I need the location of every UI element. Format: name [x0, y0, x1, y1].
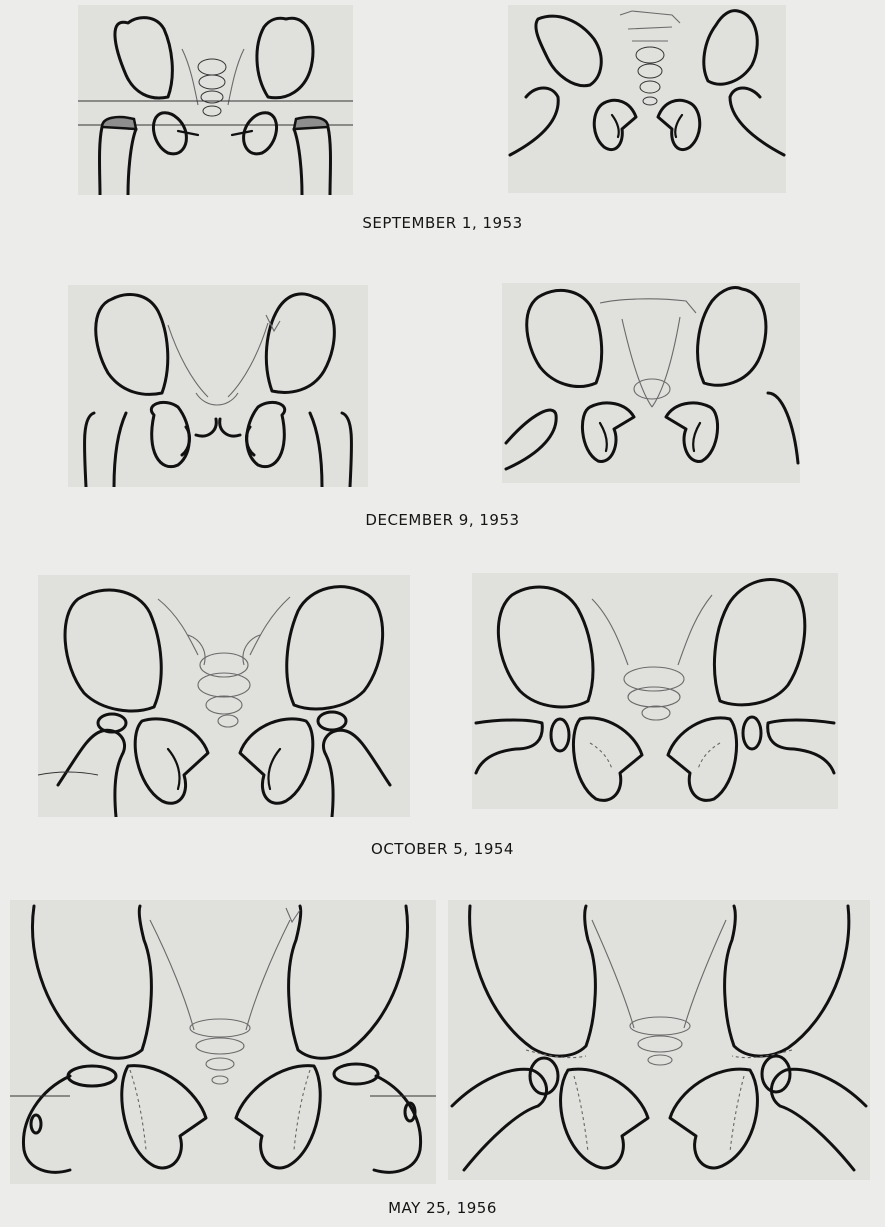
date-caption: SEPTEMBER 1, 1953: [0, 214, 885, 232]
pelvis-drawing-1956-05-a: [10, 900, 436, 1184]
pelvis-drawing-1953-09-b: [508, 5, 786, 193]
pelvis-drawing-1953-12-b: [502, 283, 800, 483]
date-caption: OCTOBER 5, 1954: [0, 840, 885, 858]
pelvis-drawing-1953-12-a: [68, 285, 368, 487]
pelvis-drawing-1956-05-b: [448, 900, 870, 1180]
pelvis-drawing-1954-10-a: [38, 575, 410, 817]
date-caption: MAY 25, 1956: [0, 1199, 885, 1217]
pelvis-drawing-1954-10-b: [472, 573, 838, 809]
pelvis-drawing-1953-09-a: [78, 5, 353, 195]
date-caption: DECEMBER 9, 1953: [0, 511, 885, 529]
